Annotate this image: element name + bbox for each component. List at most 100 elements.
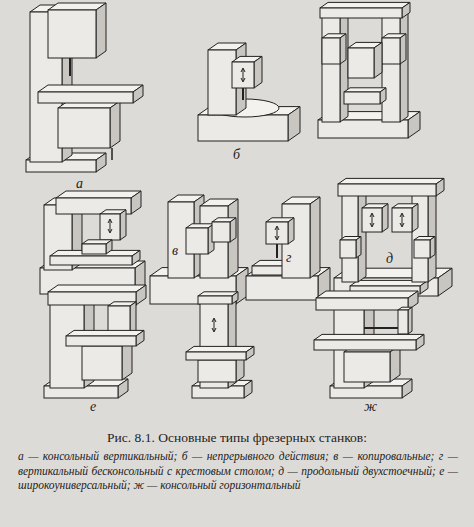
box-front bbox=[56, 198, 131, 214]
machine-part bbox=[266, 218, 294, 244]
box-side bbox=[428, 184, 436, 282]
box-side bbox=[356, 237, 361, 259]
box-front bbox=[246, 276, 318, 300]
box-front bbox=[186, 352, 246, 360]
figure-caption: Рис. 8.1. Основные типы фрезерных станко… bbox=[10, 430, 464, 446]
machine-part bbox=[198, 292, 238, 304]
figure-letter: д bbox=[386, 251, 393, 267]
box-front bbox=[348, 48, 374, 78]
machine-part bbox=[322, 34, 346, 64]
spindle-line bbox=[402, 214, 403, 226]
box-side bbox=[416, 334, 424, 350]
box-front bbox=[186, 228, 208, 254]
bed-type-vertical-mill bbox=[246, 197, 330, 300]
box-front bbox=[82, 244, 106, 254]
box-side bbox=[136, 330, 144, 346]
machine-part bbox=[38, 85, 143, 103]
copy-mill-1 bbox=[40, 191, 145, 294]
box-side bbox=[132, 250, 140, 265]
box-side bbox=[358, 184, 366, 282]
spindle-line bbox=[243, 69, 244, 81]
vertical-knee-mill bbox=[26, 3, 143, 172]
spindle-line bbox=[364, 327, 398, 329]
machine-part bbox=[392, 204, 418, 232]
box-front bbox=[322, 12, 340, 122]
box-front bbox=[100, 214, 120, 240]
machine-part bbox=[382, 6, 408, 122]
box-top bbox=[186, 346, 254, 352]
feed-arrow bbox=[108, 219, 112, 233]
double-column-mill bbox=[318, 2, 420, 138]
figure-letter: г bbox=[286, 250, 291, 266]
box-side bbox=[430, 237, 435, 259]
box-side bbox=[246, 346, 254, 360]
box-side bbox=[96, 153, 106, 172]
box-side bbox=[402, 2, 410, 18]
box-side bbox=[408, 307, 412, 334]
figure-letter: е bbox=[90, 399, 96, 415]
box-front bbox=[318, 120, 408, 138]
machine-part bbox=[316, 291, 418, 310]
box-front bbox=[316, 298, 408, 310]
spindle-line bbox=[110, 220, 111, 232]
box-front bbox=[232, 62, 254, 88]
box-side bbox=[400, 34, 406, 64]
machine-part bbox=[58, 101, 120, 148]
box-side bbox=[131, 191, 141, 214]
figure-letter: ж bbox=[364, 399, 377, 415]
box-side bbox=[254, 56, 262, 88]
box-front bbox=[414, 240, 430, 258]
caption-legend: а — консольный вертикальный; б — непреры… bbox=[18, 449, 458, 493]
machine-part bbox=[344, 345, 400, 382]
machine-part bbox=[382, 34, 406, 64]
machine-part bbox=[48, 3, 106, 58]
box-side bbox=[118, 379, 128, 398]
machine-part bbox=[362, 204, 388, 232]
machine-part bbox=[186, 224, 214, 254]
machine-part bbox=[212, 218, 236, 242]
machine-part bbox=[342, 184, 366, 282]
box-top bbox=[316, 291, 418, 298]
box-side bbox=[380, 88, 386, 104]
box-side bbox=[106, 240, 112, 254]
box-top bbox=[48, 285, 146, 292]
box-side bbox=[408, 112, 420, 138]
machine-part bbox=[48, 285, 146, 305]
feed-arrow bbox=[241, 68, 245, 82]
box-front bbox=[48, 10, 96, 58]
box-front bbox=[38, 92, 133, 103]
machine-part bbox=[344, 88, 386, 104]
machine-part bbox=[82, 240, 112, 254]
copy-mill-2 bbox=[150, 195, 248, 304]
continuous-mill bbox=[198, 43, 300, 141]
box-front bbox=[150, 276, 236, 304]
spindle-line bbox=[69, 58, 71, 76]
box-front bbox=[212, 222, 230, 242]
box-top bbox=[198, 292, 238, 296]
box-front bbox=[362, 208, 382, 232]
box-side bbox=[230, 218, 236, 242]
box-front bbox=[322, 38, 340, 64]
spindle-line bbox=[111, 148, 113, 160]
box-front bbox=[82, 346, 122, 380]
machine-part bbox=[232, 56, 262, 88]
box-top bbox=[66, 330, 144, 336]
feed-arrow bbox=[370, 213, 374, 227]
box-front bbox=[382, 38, 400, 64]
box-front bbox=[314, 340, 416, 350]
machine-part bbox=[322, 6, 348, 122]
machine-part bbox=[56, 191, 141, 214]
horizontal-knee-mill bbox=[314, 291, 424, 398]
spindle-line bbox=[242, 88, 244, 100]
machine-part bbox=[320, 2, 410, 18]
spindle-line bbox=[277, 227, 278, 239]
box-side bbox=[402, 379, 412, 398]
box-side bbox=[400, 6, 408, 122]
box-top bbox=[56, 191, 141, 198]
tool-mill bbox=[186, 292, 254, 398]
box-side bbox=[288, 107, 300, 141]
spindle-line bbox=[276, 244, 278, 258]
machine-part bbox=[414, 237, 435, 259]
box-front bbox=[344, 92, 380, 104]
